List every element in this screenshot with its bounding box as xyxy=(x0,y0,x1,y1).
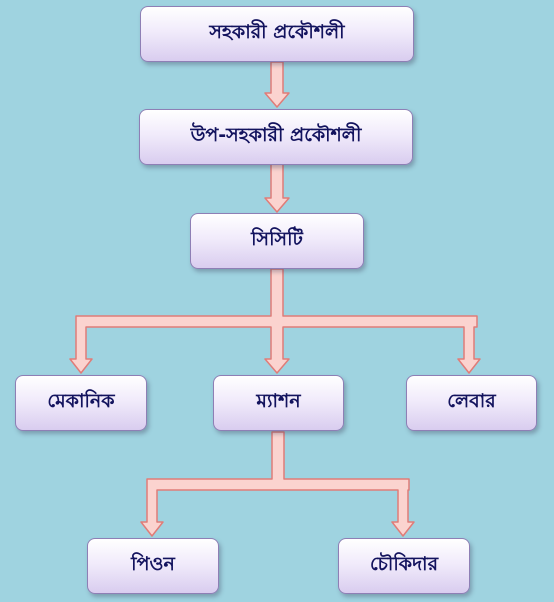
node-assistant-engineer: সহকারী প্রকৌশলী xyxy=(140,6,414,62)
node-labour: লেবার xyxy=(406,375,537,431)
node-peon: পিওন xyxy=(87,538,219,594)
node-peon-label: পিওন xyxy=(131,553,175,575)
node-assistant-engineer-label: সহকারী প্রকৌশলী xyxy=(209,21,345,43)
node-mason-label: ম্যাশন xyxy=(256,390,301,412)
node-watchman-label: চৌকিদার xyxy=(369,553,439,575)
node-cct: সিসিটি xyxy=(190,213,364,269)
node-labour-label: লেবার xyxy=(447,390,496,412)
node-mechanic: মেকানিক xyxy=(15,375,147,431)
node-mason: ম্যাশন xyxy=(213,375,344,431)
connector-cct-to-level4 xyxy=(69,268,481,374)
node-sub-assistant-engineer: উপ-সহকারী প্রকৌশলী xyxy=(139,109,413,165)
node-mechanic-label: মেকানিক xyxy=(47,390,115,412)
arrow-assistant-to-sub-assistant xyxy=(264,61,290,108)
connector-mason-to-level5 xyxy=(140,431,415,537)
node-sub-assistant-engineer-label: উপ-সহকারী প্রকৌশলী xyxy=(190,124,362,146)
arrow-sub-assistant-to-cct xyxy=(264,163,290,213)
node-cct-label: সিসিটি xyxy=(251,228,303,250)
node-watchman: চৌকিদার xyxy=(338,538,470,594)
